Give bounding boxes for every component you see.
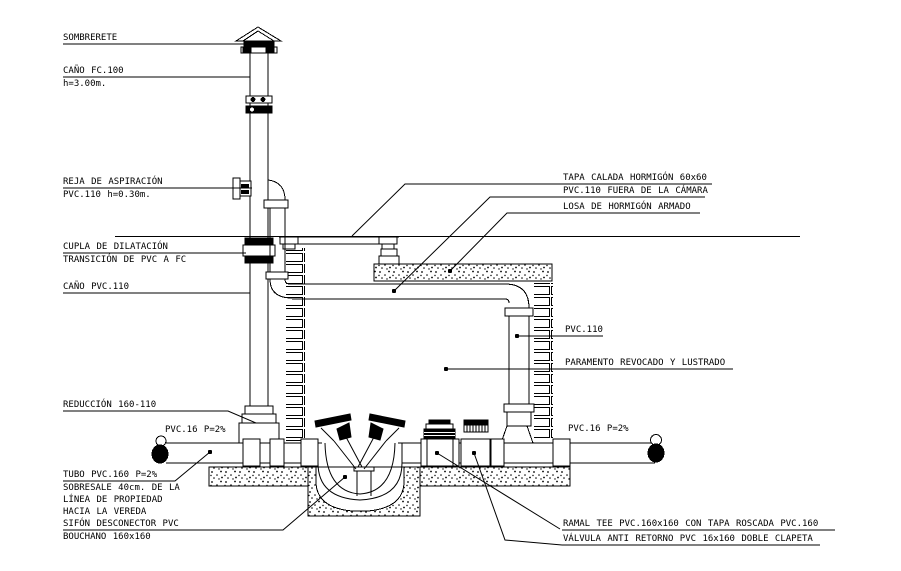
label-paramento: PARAMENTO REVOCADO Y LUSTRADO (565, 358, 726, 368)
label-losa: LOSA DE HORMIGÓN ARMADO (563, 202, 691, 212)
label-cano-fc100-h: h=3.00m. (63, 79, 107, 89)
siphon-funnel-right (357, 413, 406, 470)
chamber-right-wall (534, 283, 553, 440)
leader-dots (207, 268, 520, 480)
concrete-bed (208, 466, 571, 517)
label-cupla-line1: CUPLA DE DILATACIÓN (63, 242, 168, 252)
label-pvc16-right: PVC.16 P=2% (568, 424, 629, 434)
chamber-left-wall (286, 248, 305, 442)
chamber-lid (279, 236, 400, 265)
pipe-end-right (647, 434, 665, 463)
label-pvc110-right: PVC.110 (565, 325, 603, 335)
chamber-inlet-pipe (290, 283, 535, 444)
vent-stack (232, 26, 283, 444)
label-tubo-line2: SOBRESALE 40cm. DE LA (63, 483, 180, 493)
label-ramal: RAMAL TEE PVC.160x160 CON TAPA ROSCADA P… (563, 519, 819, 529)
pipe-couplings (242, 438, 571, 467)
leader-lines (63, 43, 835, 546)
label-valvula: VÁLVULA ANTI RETORNO PVC 16x160 DOBLE CL… (563, 534, 813, 544)
label-sifon-line2: BOUCHANO 160x160 (63, 532, 151, 542)
tee-screwed-cap (420, 419, 460, 467)
pipe-end-left (151, 435, 169, 464)
reduction-fitting (238, 405, 280, 444)
bottom-main-pipe (151, 419, 665, 467)
label-reja-line1: REJA DE ASPIRACIÓN (63, 177, 163, 187)
anti-return-valve (460, 419, 491, 467)
label-tubo-line1: TUBO PVC.160 P=2% (63, 470, 158, 480)
label-cupla-line2: TRANSICIÓN DE PVC A FC (63, 255, 187, 265)
label-tubo-line3: LÍNEA DE PROPIEDAD (63, 495, 163, 505)
siphon-trap (314, 413, 406, 501)
label-tubo-line4: HACIA LA VEREDA (63, 507, 147, 517)
label-reduccion: REDUCCIÓN 160-110 (63, 400, 157, 410)
concrete-slab (373, 263, 553, 282)
label-tapa: TAPA CALADA HORMIGÓN 60x60 (563, 173, 707, 183)
sombrerete-cap (234, 26, 283, 54)
siphon-funnel-left (314, 413, 363, 470)
expansion-coupling (242, 237, 276, 264)
label-sombrerete: SOMBRERETE (63, 33, 118, 43)
label-cano-pvc110: CAÑO PVC.110 (63, 282, 130, 292)
stack-couplings (245, 95, 273, 114)
label-pvc16-left: PVC.16 P=2% (165, 425, 226, 435)
suction-branch-pipe (263, 179, 293, 299)
label-cano-fc100: CAÑO FC.100 (63, 66, 124, 76)
label-pvc110-fuera: PVC.110 FUERA DE LA CÁMARA (563, 186, 708, 196)
label-sifon-line1: SIFÓN DESCONECTOR PVC (63, 519, 179, 529)
label-reja-line2: PVC.110 h=0.30m. (63, 190, 151, 200)
